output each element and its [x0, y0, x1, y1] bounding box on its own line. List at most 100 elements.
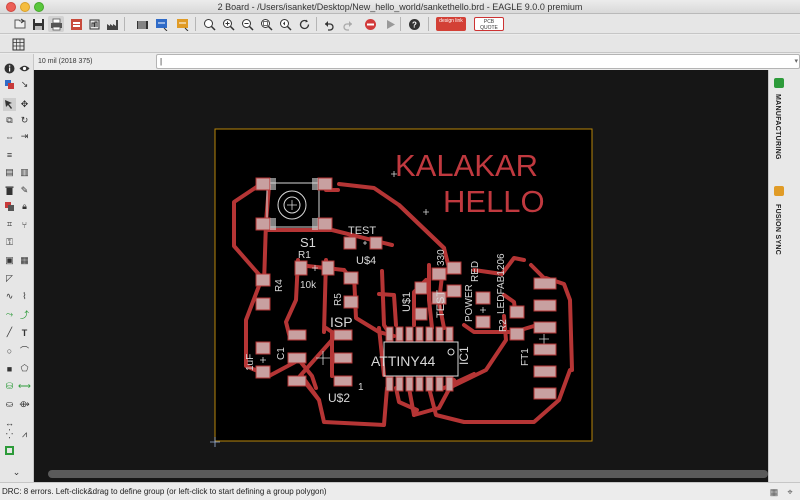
- pad-c1-bottom[interactable]: [255, 365, 271, 379]
- ulp-icon[interactable]: [86, 16, 102, 32]
- schematic-script-icon[interactable]: [154, 16, 170, 32]
- chevron-down-icon[interactable]: ▾: [794, 58, 798, 65]
- pad-u1-bottom[interactable]: [414, 307, 428, 321]
- name-icon[interactable]: ▣: [5, 255, 14, 265]
- line-icon[interactable]: ╱: [6, 327, 13, 337]
- manufacturing-tab[interactable]: MANUFACTURING: [774, 94, 781, 160]
- undo-icon[interactable]: [320, 16, 336, 32]
- stop-icon[interactable]: [362, 16, 378, 32]
- pad-led-red-bottom[interactable]: [446, 284, 462, 298]
- expand-chevron-icon[interactable]: ⌄: [12, 467, 21, 477]
- erc-icon[interactable]: [3, 444, 16, 457]
- ulp-run-icon[interactable]: [175, 16, 191, 32]
- redo-icon[interactable]: [340, 16, 356, 32]
- go-icon[interactable]: [382, 16, 398, 32]
- zoom-fit-icon[interactable]: [201, 16, 217, 32]
- pad-r2-top[interactable]: [475, 291, 491, 305]
- isp-header[interactable]: [287, 329, 353, 387]
- pad-r1-right[interactable]: [321, 260, 335, 276]
- pcb-board[interactable]: KALAKAR HELLO S1 TEST U$4 R1 10k R4 R5 I…: [34, 70, 768, 482]
- pad-test-top-right[interactable]: [369, 236, 383, 250]
- cam-processor-icon[interactable]: [68, 16, 84, 32]
- errors-icon[interactable]: ⩘: [21, 429, 28, 439]
- factory-icon[interactable]: [104, 16, 120, 32]
- command-input[interactable]: [156, 54, 800, 69]
- pad-ft1-top[interactable]: [509, 305, 525, 319]
- pad-r330-bottom[interactable]: [431, 291, 447, 305]
- delete-icon[interactable]: [3, 184, 16, 197]
- route-icon[interactable]: ⌇: [22, 291, 27, 301]
- hole-icon[interactable]: ⛀: [5, 399, 14, 409]
- redraw-icon[interactable]: [296, 16, 312, 32]
- pad-r4-bottom[interactable]: [255, 297, 271, 311]
- grid-icon[interactable]: [10, 36, 26, 52]
- manufacturing-icon[interactable]: [774, 78, 784, 88]
- value-icon[interactable]: ▦: [20, 255, 29, 265]
- pad-c1-top[interactable]: [255, 341, 271, 355]
- ripup-icon[interactable]: ⤳: [5, 309, 14, 319]
- horizontal-scrollbar[interactable]: [48, 470, 768, 478]
- pad-r2-bottom[interactable]: [475, 315, 491, 329]
- mirror-icon[interactable]: ⇔: [5, 131, 14, 142]
- design-link-button[interactable]: design link: [436, 17, 466, 31]
- paste-group-icon[interactable]: ▥: [20, 167, 29, 177]
- split-icon[interactable]: ⑂: [21, 219, 28, 230]
- maximize-window-button[interactable]: [34, 2, 44, 12]
- print-icon[interactable]: [48, 16, 64, 32]
- zoom-out-icon[interactable]: [239, 16, 255, 32]
- text-icon[interactable]: T: [21, 327, 28, 338]
- arc-icon[interactable]: ⌒: [19, 346, 29, 356]
- attiny44-ic[interactable]: [383, 326, 459, 392]
- pad-u1-top[interactable]: [414, 281, 428, 295]
- attribute-icon[interactable]: ⟴: [19, 399, 30, 409]
- pcb-quote-button[interactable]: PCB QUOTE: [474, 17, 504, 31]
- text-align-icon[interactable]: ≡: [6, 149, 13, 160]
- signal-icon[interactable]: ⟷: [18, 381, 31, 391]
- replace-icon[interactable]: [3, 200, 16, 213]
- switch-s1[interactable]: [255, 177, 333, 231]
- pad-r330-top[interactable]: [431, 267, 447, 281]
- zoom-previous-icon[interactable]: [277, 16, 293, 32]
- pad-r5-bottom[interactable]: [343, 295, 359, 309]
- layers-icon[interactable]: [134, 16, 150, 32]
- pad-r1-left[interactable]: [294, 260, 308, 276]
- via-icon[interactable]: ⛁: [5, 381, 14, 391]
- rotate-icon[interactable]: ↻: [20, 115, 29, 125]
- info-icon[interactable]: [3, 62, 16, 75]
- open-icon[interactable]: [12, 16, 28, 32]
- grid-mode-icon[interactable]: ▦: [769, 487, 779, 497]
- fusion-sync-icon[interactable]: [774, 186, 784, 196]
- optimize-icon[interactable]: ⌗: [6, 219, 13, 229]
- show-icon[interactable]: [18, 62, 31, 75]
- align-icon[interactable]: ⇥: [20, 131, 29, 141]
- move-icon[interactable]: ✥: [20, 99, 29, 109]
- rectangle-icon[interactable]: ■: [6, 363, 13, 374]
- pad-r5-top[interactable]: [343, 271, 359, 285]
- ftdi-header[interactable]: [533, 277, 557, 400]
- smash-icon[interactable]: ⚿: [6, 237, 13, 247]
- lock-icon[interactable]: 🔒︎: [22, 201, 27, 211]
- dimension-icon[interactable]: ↔: [5, 417, 14, 428]
- circle-icon[interactable]: ○: [6, 345, 13, 356]
- polygon-icon[interactable]: ⬠: [20, 363, 29, 373]
- paste-icon[interactable]: ▤: [5, 167, 14, 177]
- close-window-button[interactable]: [6, 2, 16, 12]
- board-canvas[interactable]: KALAKAR HELLO S1 TEST U$4 R1 10k R4 R5 I…: [34, 70, 768, 482]
- group-icon[interactable]: [3, 98, 16, 111]
- meander-icon[interactable]: ∿: [5, 291, 14, 301]
- zoom-in-icon[interactable]: [220, 16, 236, 32]
- zoom-select-icon[interactable]: [258, 16, 274, 32]
- drc-icon[interactable]: ⁛: [5, 429, 14, 439]
- miter-icon[interactable]: ◸: [6, 273, 13, 283]
- help-icon[interactable]: ?: [406, 16, 422, 32]
- display-layers-icon[interactable]: [3, 78, 16, 91]
- fusion-sync-tab[interactable]: FUSION SYNC: [774, 204, 781, 256]
- fanout-icon[interactable]: ⤴: [19, 310, 29, 320]
- pad-ft1-bottom[interactable]: [509, 327, 525, 341]
- pad-test-top-left[interactable]: [343, 236, 357, 250]
- save-icon[interactable]: [30, 16, 46, 32]
- copy-icon[interactable]: ⧉: [6, 115, 13, 125]
- pad-led-red-top[interactable]: [446, 261, 462, 275]
- wrench-icon[interactable]: ✎: [20, 185, 29, 195]
- mark-icon[interactable]: ↘: [20, 79, 29, 89]
